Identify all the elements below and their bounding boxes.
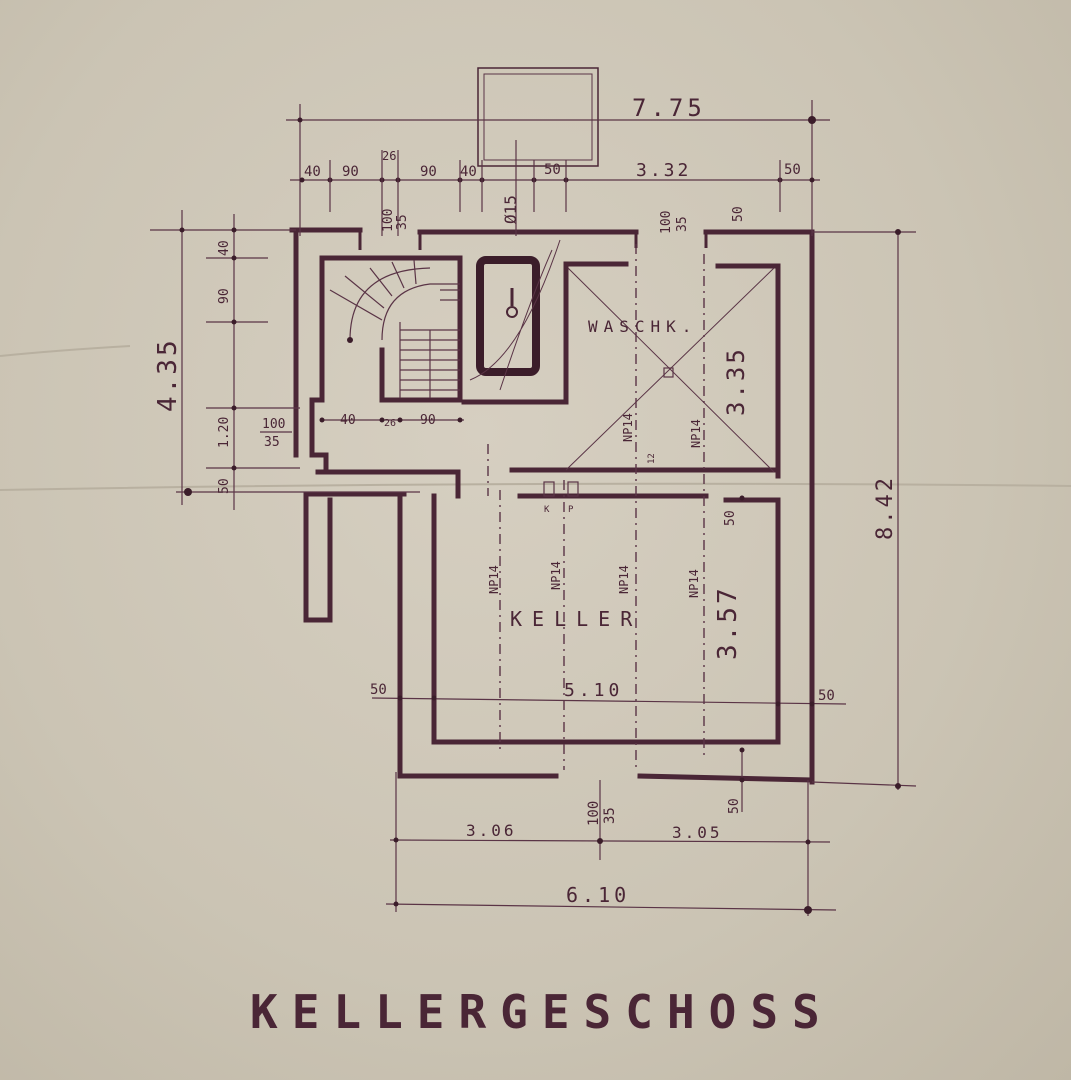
joist-label-6: NP14: [687, 569, 701, 598]
joist-label-4: NP14: [549, 561, 563, 590]
mark-k: K: [544, 505, 550, 515]
dim-bottom-door-35: 35: [602, 807, 618, 824]
joist-label-1: NP14: [621, 413, 635, 442]
dim-chimney: Ø15: [501, 195, 520, 224]
dim-top-26: 26: [382, 149, 396, 163]
dim-top-overall: 7.75: [632, 94, 706, 122]
dim-cellar-wall-left: 50: [370, 682, 387, 698]
dim-top-right: 3.32: [636, 160, 691, 181]
dim-left-height: 4.35: [153, 337, 183, 412]
cellar-label: KELLER: [510, 607, 642, 631]
dim-top-40b: 40: [460, 164, 477, 180]
dim-stair-bottom-90: 90: [420, 413, 436, 428]
drawing-title: KELLERGESCHOSS: [250, 985, 834, 1039]
dim-left-90: 90: [217, 288, 232, 304]
dim-stair-bottom-40: 40: [340, 413, 356, 428]
dim-left-50: 50: [217, 478, 232, 494]
dim-bottom-right: 3.05: [672, 823, 723, 842]
mark-p: P: [568, 505, 574, 515]
paper-crease: [0, 345, 131, 357]
dim-door-left-100: 100: [262, 417, 285, 432]
dim-stair-open-100: 100: [381, 209, 396, 232]
washroom-label: WASCHK.: [588, 317, 697, 336]
room-labels: WASCHK. KELLER: [510, 317, 697, 631]
dim-top-50a: 50: [544, 162, 561, 178]
dim-top-90a: 90: [342, 164, 359, 180]
chimney-duct: [469, 239, 561, 391]
dim-cellar-height: 3.57: [713, 585, 743, 660]
dim-door-left-35: 35: [264, 435, 280, 450]
dim-top-50b: 50: [784, 162, 801, 178]
dim-right-open-35: 35: [675, 216, 690, 232]
dim-top-90b: 90: [420, 164, 437, 180]
dim-left-40: 40: [217, 240, 232, 256]
washroom-ceiling-cross: [565, 267, 775, 473]
dim-bottom-wall: 50: [727, 798, 742, 814]
dim-top-40a: 40: [304, 164, 321, 180]
outer-walls: [289, 227, 815, 785]
dim-bottom-left: 3.06: [466, 821, 517, 840]
dimension-lines: [150, 100, 917, 916]
dim-bottom-overall: 6.10: [566, 883, 630, 907]
dim-right-wall: 50: [731, 206, 746, 222]
joist-label-2: NP14: [689, 419, 703, 448]
dim-stair-open-35: 35: [395, 214, 410, 230]
dim-left-120: 1.20: [217, 417, 232, 448]
dim-cellar-wall-inner: 50: [723, 510, 738, 526]
dim-bottom-door-100: 100: [586, 801, 602, 826]
dim-right-height: 8.42: [873, 475, 898, 540]
paper-fold-line: [0, 482, 1071, 491]
mark-12: 12: [647, 453, 657, 464]
dim-right-open-100: 100: [659, 211, 674, 234]
dim-cellar-width: 5.10: [564, 680, 623, 701]
dim-cellar-wall-right: 50: [818, 688, 835, 704]
cellar-door-marks: [543, 481, 579, 497]
light-well: [477, 67, 599, 167]
staircase: [329, 259, 460, 398]
ceiling-joists: [487, 244, 705, 770]
joist-label-5: NP14: [617, 565, 631, 594]
joist-label-3: NP14: [487, 565, 501, 594]
dimension-texts: 7.75 3.32 40 90 26 90 40 50 50 Ø15 100 3…: [153, 94, 898, 907]
dim-stair-bottom-26: 26: [384, 418, 396, 429]
dim-wash-height: 3.35: [722, 346, 750, 416]
